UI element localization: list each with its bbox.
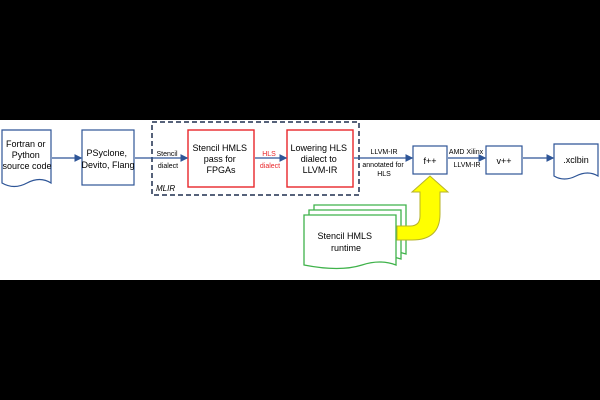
runtime-label: Stencil HMLS runtime	[317, 231, 374, 253]
runtime-to-fpp-arrow	[396, 175, 450, 241]
mlir-group-label: MLIR	[156, 184, 175, 193]
xclbin-label: .xclbin	[563, 155, 589, 165]
runtime-document-front	[303, 214, 397, 270]
fpp-label: f++	[423, 156, 436, 166]
source-code-document	[1, 129, 52, 188]
vpp-label: v++	[496, 156, 511, 166]
xclbin-document	[553, 143, 599, 180]
edge-label-llvm-ir: LLVM-IR	[370, 149, 397, 156]
source-code-label: Fortran or Python source code	[2, 139, 51, 171]
frontends-box	[81, 129, 135, 186]
stencil-pass-label: Stencil HMLS pass for FPGAs	[192, 143, 249, 175]
edge-label-amd-xilinx-llvm-ir: AMD Xilinx LLVM-IR	[449, 149, 485, 169]
lowering-label: Lowering HLS dialect to LLVM-IR	[290, 143, 349, 175]
edge-label-hls-dialect: HLS dialect	[260, 151, 280, 170]
frontends-label: PSyclone, Devito, Flang	[81, 148, 134, 170]
lowering-box	[286, 129, 354, 188]
edge-label-stencil-dialect: Stencil dialect	[157, 151, 180, 170]
stencil-pass-box	[187, 129, 255, 188]
edge-label-annotated-for-hls: annotated for HLS	[362, 162, 405, 178]
